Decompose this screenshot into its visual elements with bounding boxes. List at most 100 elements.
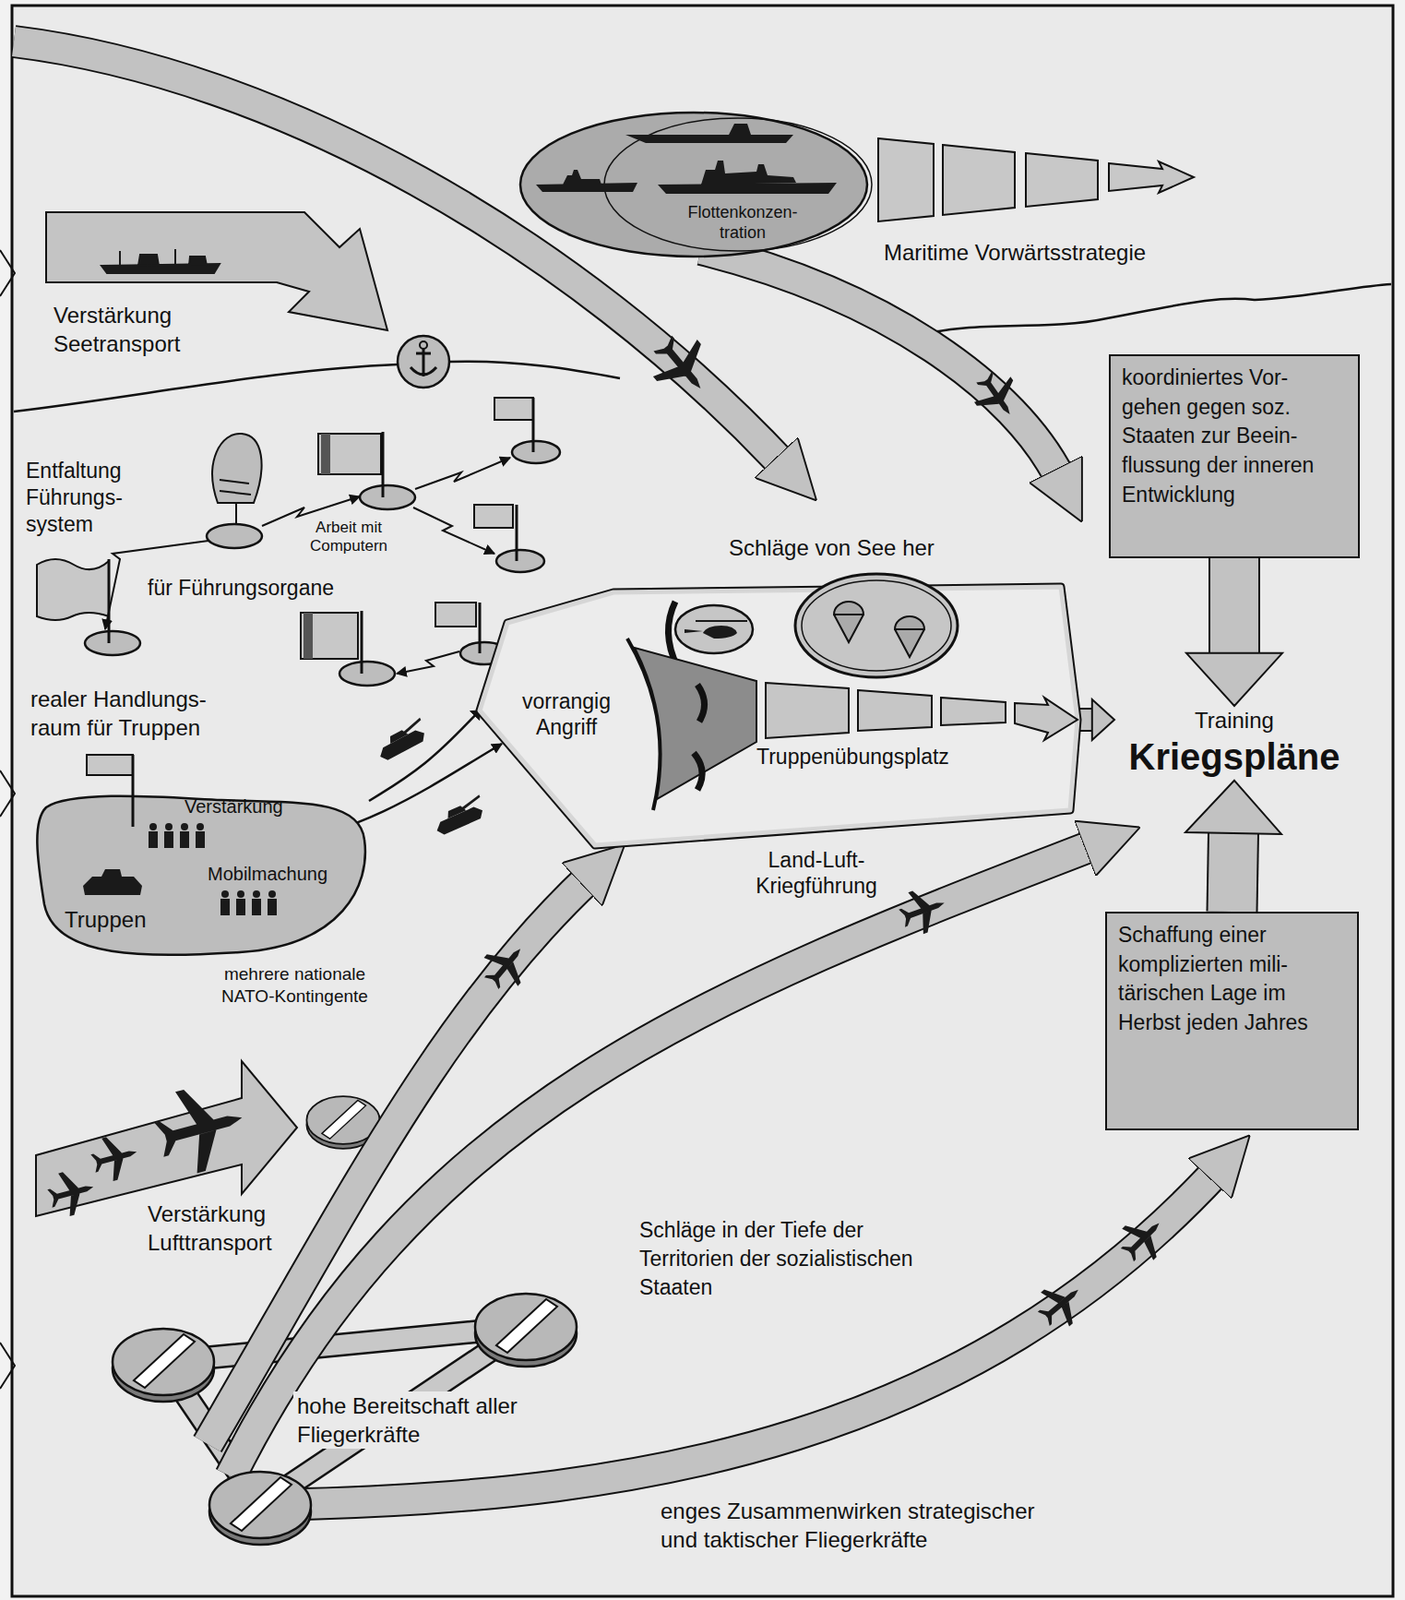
soldier-icon bbox=[236, 898, 246, 916]
troops-area-outline bbox=[83, 869, 143, 895]
command-system bbox=[321, 433, 331, 475]
exercise-area-outline bbox=[857, 690, 932, 731]
label-text: realer Handlungs- raum für Truppen bbox=[30, 684, 262, 742]
command-system bbox=[494, 397, 534, 420]
connector-arrow bbox=[369, 714, 477, 801]
exercise-area: vorrangig AngriffTruppenübungsplatzLand-… bbox=[479, 581, 1080, 849]
node-text: Land-Luft- Kriegführung bbox=[738, 846, 895, 899]
anchor-symbol bbox=[419, 341, 428, 349]
node-text: koordiniertes Vor- gehen gegen soz. Staa… bbox=[1121, 363, 1347, 511]
troops-area: VerstärkungMobilmachungTruppen bbox=[36, 747, 370, 960]
frame bbox=[11, 5, 1394, 1596]
exercise-area-outline bbox=[894, 616, 925, 657]
air-strike-arrow bbox=[893, 881, 952, 940]
node-text: Training bbox=[1116, 707, 1353, 735]
command-system bbox=[381, 431, 385, 498]
air-transport-arrow bbox=[87, 1130, 143, 1185]
node-text: Truppen bbox=[64, 905, 167, 933]
connector-arrow bbox=[1079, 699, 1115, 740]
command-system bbox=[84, 631, 141, 655]
tank-symbol bbox=[372, 717, 430, 763]
node-text: Verstärkung bbox=[184, 795, 305, 818]
command-system bbox=[532, 397, 536, 453]
target-node: TrainingKriegspläne bbox=[1114, 705, 1355, 781]
sea-transport-arrow bbox=[101, 249, 220, 274]
soldier-icon bbox=[165, 822, 173, 831]
command-system bbox=[36, 559, 109, 620]
strike-arrow bbox=[641, 324, 724, 407]
frame bbox=[0, 1342, 15, 1389]
command-system bbox=[435, 602, 477, 627]
air-strike-arrow bbox=[207, 876, 591, 1444]
command-system bbox=[303, 612, 313, 659]
command-system bbox=[36, 397, 560, 686]
exercise-area-outline bbox=[801, 580, 952, 671]
exercise-area-outline bbox=[684, 625, 738, 639]
command-system bbox=[496, 549, 545, 572]
command-system bbox=[413, 507, 495, 554]
command-system bbox=[339, 661, 395, 686]
soldier-icon bbox=[252, 890, 261, 898]
exercise-area-outline bbox=[693, 684, 705, 790]
connector-arrow bbox=[1232, 831, 1235, 912]
troops-area-outline bbox=[36, 796, 366, 955]
label-text: Maritime Vorwärtsstrategie bbox=[883, 238, 1146, 267]
airfield-symbol bbox=[475, 1293, 577, 1367]
soldier-icon bbox=[196, 822, 204, 831]
node-text: Kriegspläne bbox=[1116, 734, 1353, 779]
strike-arrow bbox=[965, 364, 1028, 428]
node-text: Truppenübungsplatz bbox=[756, 743, 997, 770]
frame bbox=[0, 250, 15, 297]
command-system bbox=[474, 504, 513, 528]
connector-arrow bbox=[1185, 780, 1282, 912]
label-text: mehrere nationale NATO-Kontingente bbox=[204, 963, 385, 1008]
connector-arrow bbox=[1092, 699, 1115, 740]
soldier-icon bbox=[267, 898, 277, 916]
connector-arrow bbox=[1185, 780, 1282, 834]
exercise-area-outline bbox=[479, 586, 1078, 846]
anchor-symbol bbox=[397, 335, 450, 388]
exercise-area-outline bbox=[479, 581, 1080, 849]
node-text: Mobilmachung bbox=[207, 862, 346, 885]
air-strike-arrow bbox=[207, 876, 591, 1444]
airfield-symbol bbox=[112, 1293, 577, 1545]
fleet-ellipse-outline bbox=[604, 118, 872, 251]
exercise-area-outline bbox=[675, 605, 753, 654]
soldier-icon bbox=[221, 890, 229, 898]
command-system bbox=[107, 559, 111, 643]
command-system bbox=[396, 651, 460, 674]
command-system bbox=[360, 610, 364, 674]
command-system bbox=[511, 440, 560, 464]
exercise-area-outline bbox=[1014, 697, 1078, 740]
soldier-icon bbox=[180, 822, 189, 831]
maritime-arrow bbox=[1025, 153, 1098, 207]
connector-arrow bbox=[1208, 558, 1261, 655]
coastline bbox=[908, 284, 1392, 338]
command-system bbox=[219, 479, 251, 524]
command-system bbox=[478, 602, 482, 654]
exercise-area-outline bbox=[695, 619, 748, 622]
label-text: Verstärkung Lufttransport bbox=[147, 1199, 305, 1257]
airfield-symbol bbox=[112, 1328, 215, 1402]
fleet-ellipse-outline bbox=[625, 123, 794, 143]
fleet-ellipse: Flottenkonzen- tration bbox=[516, 108, 872, 262]
exercise-area-outline bbox=[684, 620, 748, 639]
air-strike-arrow bbox=[304, 1169, 1218, 1504]
air-transport-arrow bbox=[35, 1060, 381, 1220]
maritime-arrow bbox=[1108, 161, 1194, 193]
fleet-ellipse-outline bbox=[520, 112, 868, 257]
fleet-ellipse-outline bbox=[657, 160, 837, 194]
soldier-icon bbox=[268, 890, 276, 898]
maritime-arrow bbox=[942, 144, 1015, 215]
command-system bbox=[415, 457, 511, 489]
command-system bbox=[300, 612, 358, 659]
tank-symbol bbox=[430, 794, 489, 837]
exercise-area-outline bbox=[833, 601, 864, 643]
connector-arrow bbox=[369, 710, 480, 801]
fleet-ellipse-outline bbox=[535, 169, 638, 192]
connector-arrow bbox=[1186, 558, 1283, 706]
soldier-icon bbox=[251, 898, 262, 916]
command-system bbox=[318, 433, 382, 475]
air-strike-arrow bbox=[1029, 1272, 1093, 1335]
